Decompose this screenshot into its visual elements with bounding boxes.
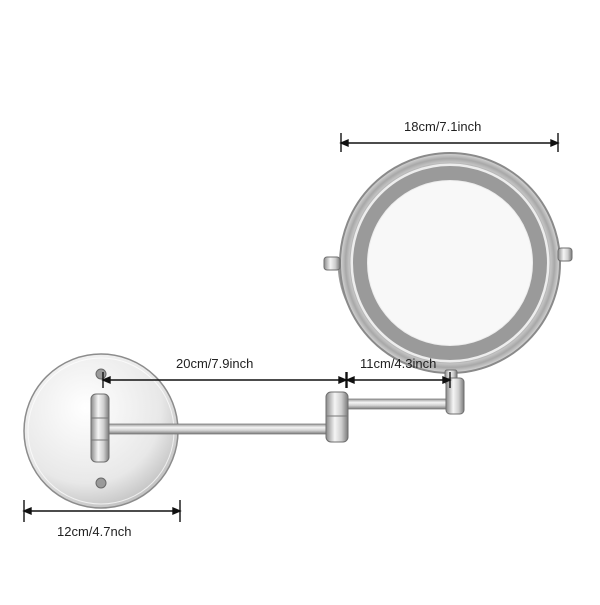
left-knob-icon [323,256,341,271]
mirror-diameter-dimension [339,133,560,152]
arm-extension-label: 20cm/7.9inch [176,356,254,371]
arm-extension-dimension [101,372,348,388]
round-mirror [323,152,573,385]
long-arm [104,423,341,435]
pivot-offset-label: 11cm/4.3inch [360,356,437,371]
plate-width-label: 12cm/4.7nch [57,524,132,539]
dimension-lines [22,133,560,522]
plate-width-dimension [22,500,182,522]
led-ring [353,166,547,360]
mirror-diameter-label: 18cm/7.1inch [404,119,482,134]
top-screw-icon [95,368,107,380]
bottom-screw-icon [95,477,107,489]
short-arm [337,398,459,410]
mirror-joint [445,377,465,415]
elbow-joint [325,391,349,443]
pivot-offset-dimension [345,372,452,388]
mirror-glass [368,181,532,345]
wall-hinge [90,393,110,463]
right-knob-icon [557,247,573,262]
swing-arm [90,377,465,463]
